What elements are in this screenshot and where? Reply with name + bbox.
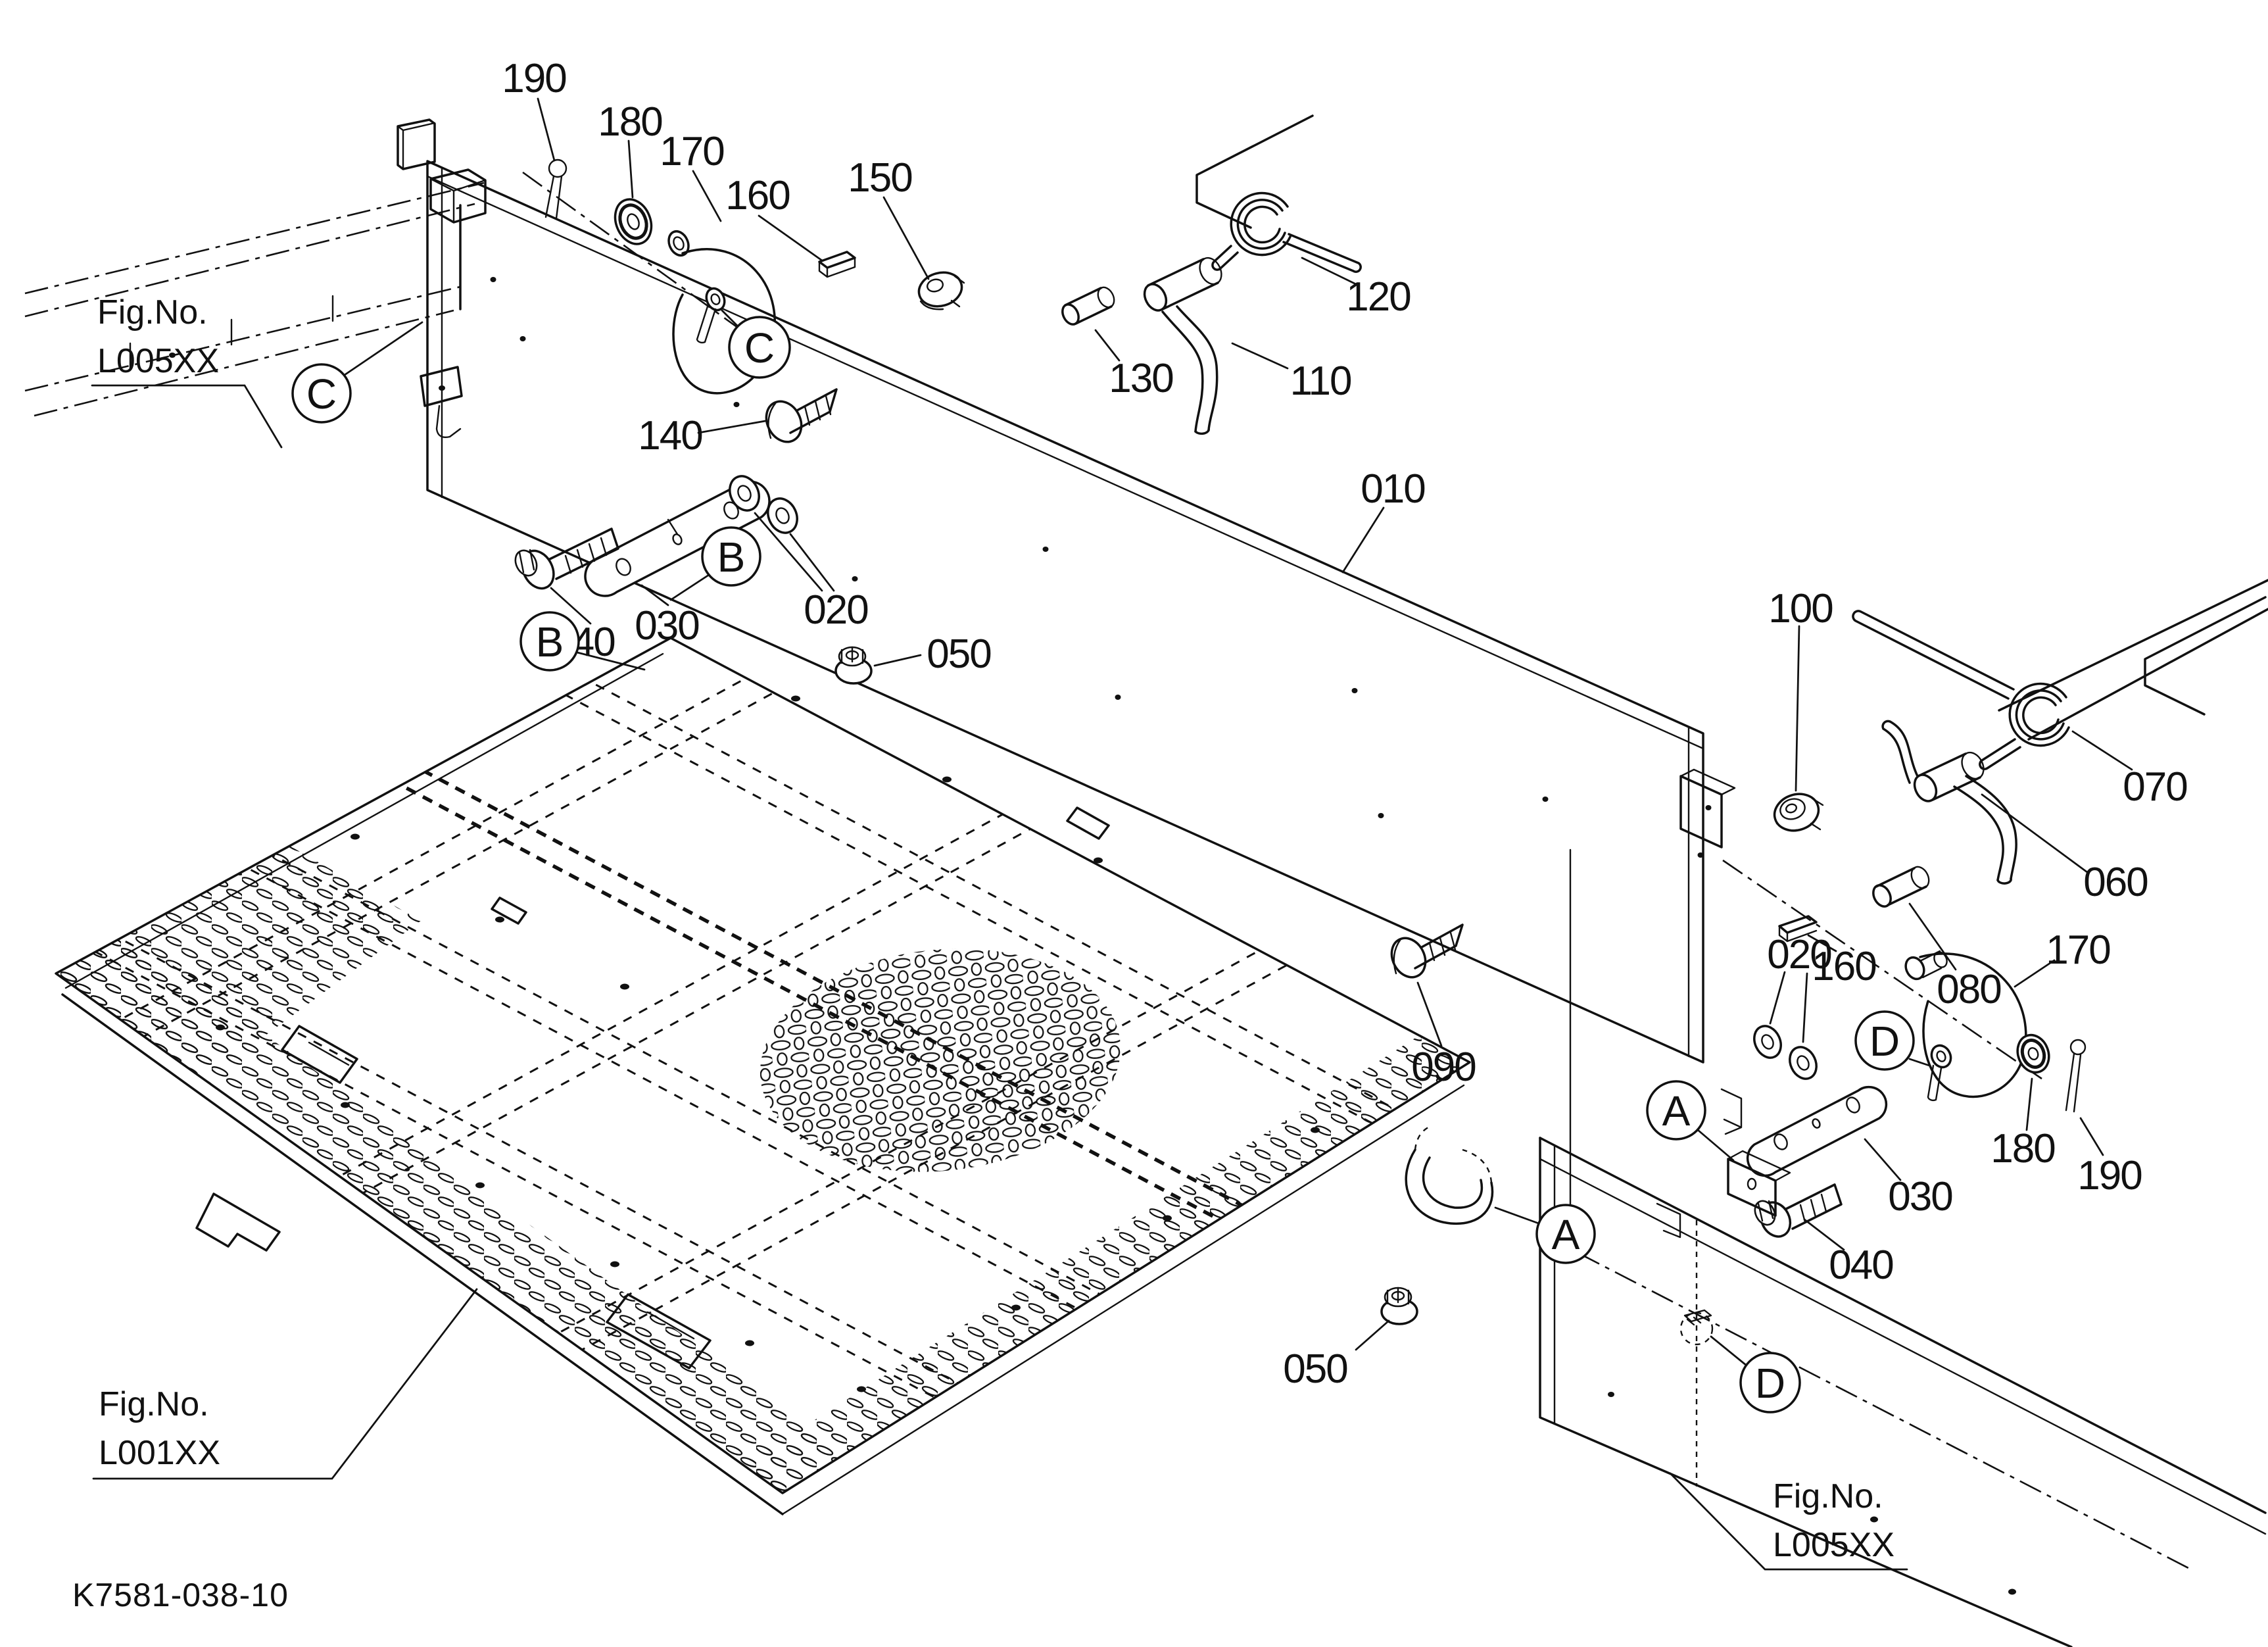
- figure-reference-bottom-right: Fig.No. L005XX: [1669, 1472, 1908, 1571]
- bolt-090: [1390, 923, 1464, 979]
- callout-110: 110: [1290, 358, 1351, 404]
- flange-nut-050-top: [834, 646, 873, 685]
- callout-170-right: 170: [2046, 927, 2110, 973]
- latch-lever-110: [1143, 257, 1222, 435]
- callout-160-right: 160: [1812, 944, 1876, 989]
- figure-reference-bottom-left: Fig.No. L001XX: [92, 1288, 478, 1480]
- view-letter-C-2: C: [744, 324, 775, 372]
- washer-180-right: [2016, 1033, 2050, 1074]
- callout-030-left: 030: [635, 603, 699, 649]
- washers-020-left: [729, 475, 798, 534]
- view-circle-D-2: [1739, 1352, 1801, 1413]
- figure-reference-top-left: Fig.No. L005XX: [91, 293, 283, 449]
- clip-160-right: [1778, 915, 1818, 943]
- callout-030-right: 030: [1888, 1174, 1952, 1219]
- bed-corner-outline-top: [1195, 114, 1314, 229]
- callout-190-right: 190: [2077, 1153, 2142, 1198]
- figref-bottom-left-prefix: Fig.No.: [99, 1385, 209, 1423]
- bushing-080: [1872, 866, 1930, 908]
- figref-bottom-right-prefix: Fig.No.: [1773, 1477, 1883, 1515]
- view-circle-B-1: [701, 526, 761, 587]
- view-letter-D-1: D: [1870, 1018, 1900, 1065]
- callout-050-top: 050: [927, 631, 991, 677]
- drawing-code: K7581-038-10: [72, 1577, 289, 1613]
- callout-100: 100: [1768, 586, 1833, 631]
- view-circle-C-1: [291, 363, 352, 424]
- torsion-spring-070: [1852, 610, 2070, 770]
- floor-panel: [55, 637, 1471, 1515]
- callout-120: 120: [1346, 274, 1411, 320]
- part-callouts: 190 180 170 160 150 120 130 110 010 140 …: [502, 56, 2188, 1392]
- bolt-140: [765, 388, 838, 443]
- hold-down-hook: [1405, 1125, 1494, 1225]
- callout-130: 130: [1109, 356, 1173, 401]
- callout-020-left: 020: [804, 587, 868, 633]
- hardware-top-left-group: [522, 159, 965, 395]
- callout-090: 090: [1411, 1045, 1476, 1090]
- view-reference-circles: A A B B C C D D: [291, 316, 1915, 1413]
- bushing-130: [1061, 286, 1115, 326]
- figref-bottom-right-code: L005XX: [1773, 1526, 1894, 1564]
- grommet-100: [1773, 793, 1824, 832]
- view-letter-A-2: A: [1552, 1211, 1580, 1258]
- callout-040-right: 040: [1829, 1242, 1893, 1288]
- corner-bracket-A-target: [1727, 1150, 1791, 1217]
- callout-190-top: 190: [502, 56, 566, 101]
- flange-nut-050-bottom: [1380, 1287, 1418, 1325]
- figref-bottom-left-code: L001XX: [99, 1434, 220, 1472]
- callout-180-right: 180: [1991, 1126, 2055, 1171]
- callout-010: 010: [1361, 466, 1425, 512]
- figref-top-left-code: L005XX: [97, 342, 219, 380]
- washers-020-right: [1722, 859, 2042, 1080]
- callout-140: 140: [638, 413, 702, 458]
- view-circle-C-2: [728, 316, 791, 379]
- view-circle-B-2: [519, 611, 580, 672]
- callout-050-bottom: 050: [1283, 1346, 1347, 1392]
- lanyard-170-right: [1904, 950, 2027, 1102]
- view-letter-A-1: A: [1662, 1087, 1691, 1135]
- torsion-spring-120: [1211, 191, 1362, 273]
- figref-top-left-prefix: Fig.No.: [97, 293, 208, 332]
- callout-150: 150: [848, 155, 912, 201]
- view-letter-C-1: C: [306, 370, 337, 418]
- latch-lever-060: [1881, 720, 2017, 885]
- tailgate-panel-010: [397, 118, 1743, 1135]
- callout-070: 070: [2123, 764, 2187, 810]
- view-letter-B-2: B: [536, 618, 564, 666]
- bed-corner-outline-right: [1998, 579, 2268, 741]
- callout-180-top: 180: [598, 99, 662, 145]
- callout-170-top: 170: [660, 129, 724, 174]
- callout-080: 080: [1937, 967, 2001, 1012]
- callout-060: 060: [2083, 860, 2148, 905]
- callout-020-right: 020: [1767, 932, 1831, 977]
- view-letter-B-1: B: [717, 533, 746, 581]
- view-circle-D-1: [1854, 1010, 1915, 1071]
- callout-160-top: 160: [725, 173, 790, 218]
- leader-lines: [343, 97, 2133, 1367]
- view-circle-A-2: [1535, 1204, 1596, 1264]
- cotter-pin-190-right: [2065, 1039, 2087, 1113]
- link-plate-030-right: [1746, 1085, 1888, 1177]
- flange-bolt-040-right: [1754, 1183, 1843, 1238]
- view-circle-A-1: [1646, 1080, 1706, 1141]
- flange-bolt-040-left: [514, 528, 619, 590]
- side-panel-top-left: [24, 168, 487, 438]
- view-letter-D-2: D: [1755, 1360, 1785, 1407]
